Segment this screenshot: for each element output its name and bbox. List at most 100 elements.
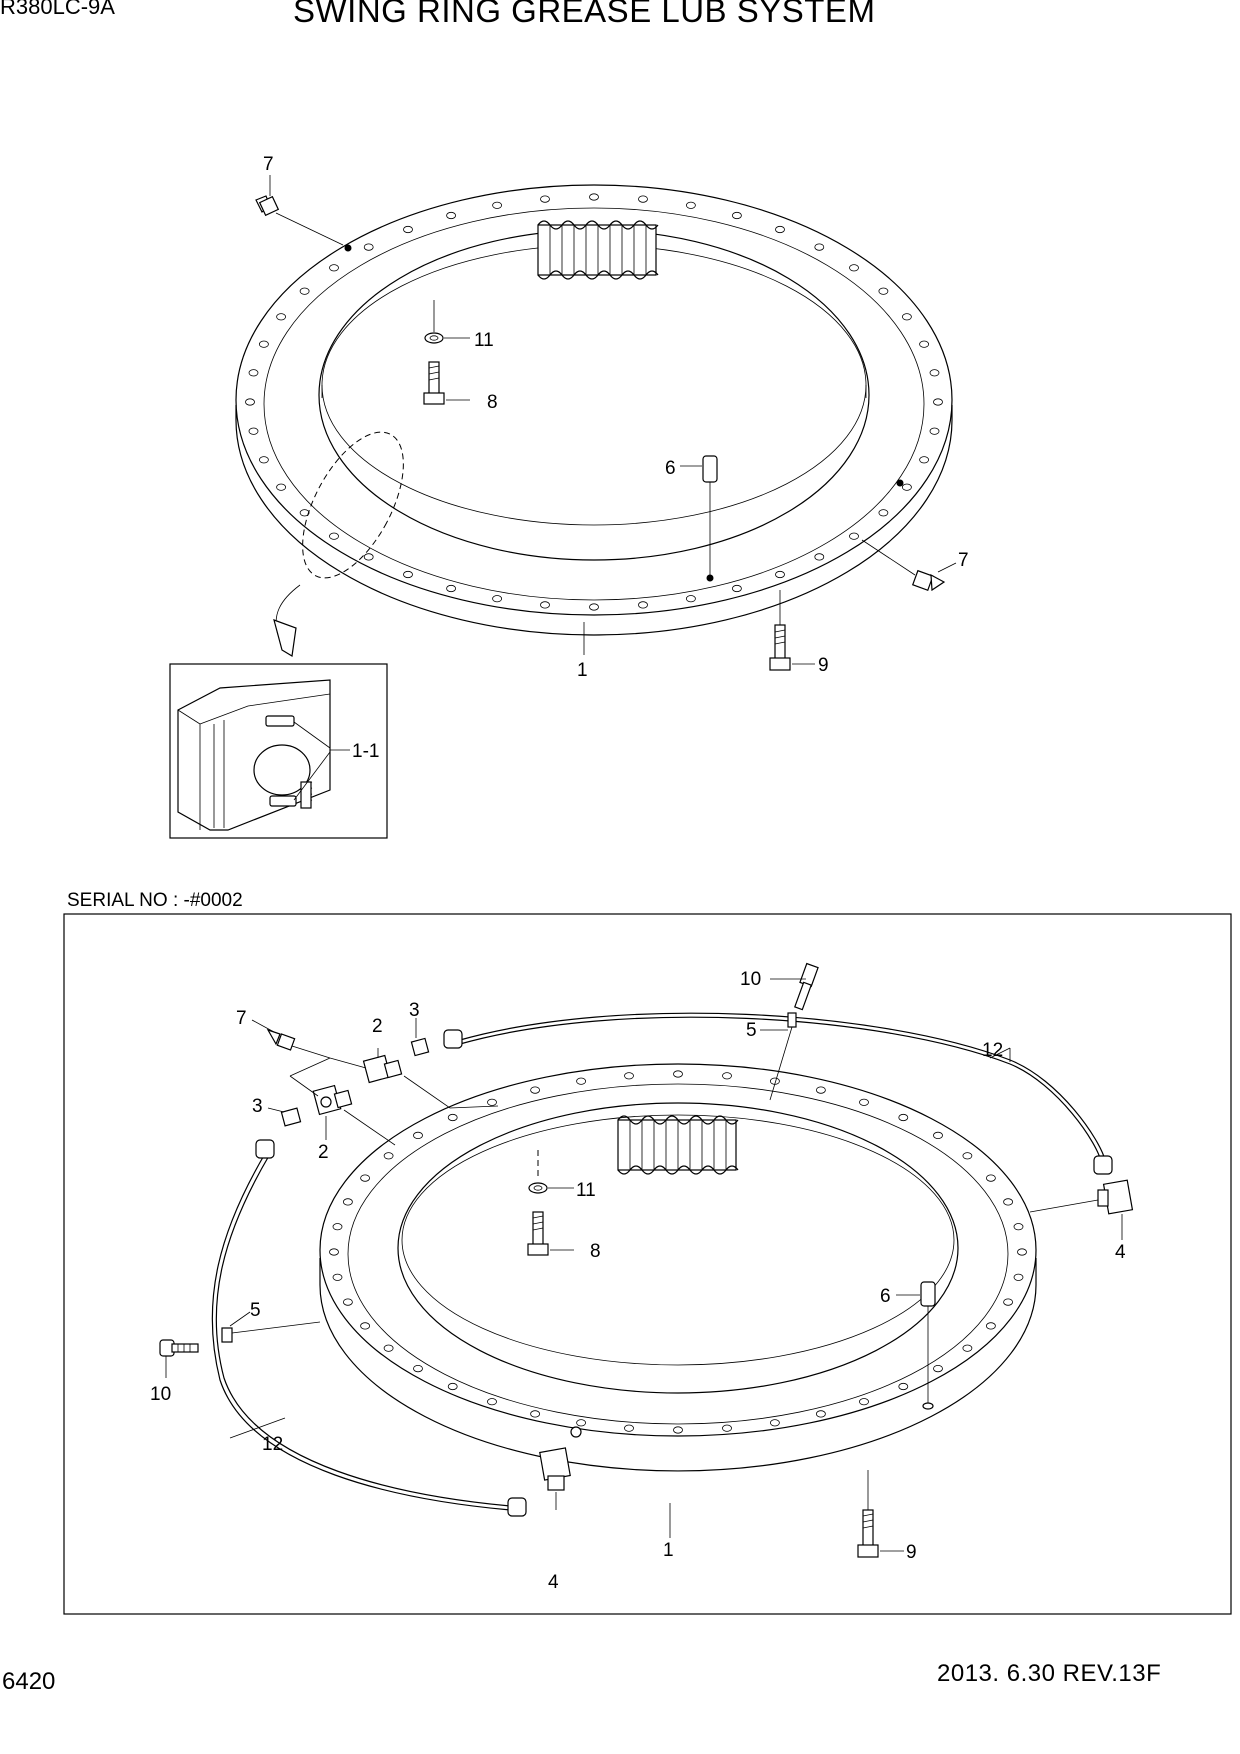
bolt-hole <box>413 1131 423 1140</box>
bolt-hole <box>933 1365 943 1373</box>
bolt-hole <box>814 243 825 251</box>
upper-plug <box>680 455 718 582</box>
bolt-hole <box>329 1248 339 1256</box>
bolt-hole <box>413 1365 423 1373</box>
bolt-hole <box>1003 1298 1013 1306</box>
bolt-hole <box>248 369 259 377</box>
bolt-hole <box>962 1344 973 1352</box>
hose-left-inner <box>215 1153 511 1507</box>
upper-bolt-outer <box>769 590 815 671</box>
bolt-hole <box>859 1098 869 1106</box>
bolt-hole <box>722 1424 732 1432</box>
bolt-hole <box>878 287 889 295</box>
callout-upper-1: 1 <box>577 660 588 681</box>
revision-date: 2013. 6.30 REV.13F <box>937 1660 1162 1687</box>
bolt-hole <box>446 211 457 220</box>
bolt-hole <box>1003 1198 1013 1206</box>
bolt-hole <box>638 195 648 203</box>
upper-gear-teeth <box>537 220 659 280</box>
bolt-hole <box>248 427 259 435</box>
bolt-hole <box>589 193 599 201</box>
callout-upper-7-left: 7 <box>263 154 274 175</box>
callout-upper-7-right: 7 <box>958 550 969 571</box>
upper-grease-nipple-right <box>861 479 957 592</box>
lower-elbow-right <box>1029 1179 1134 1240</box>
bolt-hole <box>933 1131 943 1140</box>
bolt-hole <box>258 340 269 348</box>
bolt-hole <box>686 201 696 209</box>
bolt-hole <box>342 1198 353 1206</box>
bolt-hole <box>363 243 374 251</box>
callout-lower-3-left: 3 <box>252 1096 263 1117</box>
bolt-hole <box>624 1424 634 1432</box>
bolt-hole <box>332 1223 343 1231</box>
bolt-hole <box>245 398 255 406</box>
bolt-hole <box>638 601 648 609</box>
bolt-hole <box>929 369 940 377</box>
bolt-hole <box>722 1072 732 1080</box>
bolt-hole <box>540 195 550 203</box>
bolt-hole <box>299 509 310 517</box>
bolt-hole <box>898 1382 909 1391</box>
detail-arrow-icon <box>273 619 297 657</box>
bolt-hole <box>624 1072 634 1080</box>
detail-inset-box <box>169 663 388 839</box>
bolt-hole <box>775 570 785 579</box>
lower-bolt-outer <box>857 1470 904 1558</box>
callout-lower-4-bottom: 4 <box>548 1572 559 1593</box>
bolt-hole <box>775 225 785 234</box>
bolt-hole <box>686 595 696 603</box>
bolt-hole <box>530 1410 540 1418</box>
bolt-hole <box>770 1419 780 1427</box>
bolt-hole <box>403 570 413 579</box>
callout-lower-3-top: 3 <box>409 1000 420 1021</box>
bolt-hole <box>859 1398 869 1406</box>
bolt-hole <box>363 553 374 561</box>
bolt-hole <box>329 532 339 540</box>
hose-fittings <box>255 1029 1113 1517</box>
lower-plug <box>896 1281 936 1410</box>
lower-washer-and-bolt <box>527 1150 574 1256</box>
serial-detail-frame <box>63 913 1232 1615</box>
upper-washer-and-bolt <box>423 300 470 405</box>
lower-elbow-bottom <box>539 1426 582 1510</box>
callout-lower-12-top: 12 <box>982 1040 1003 1061</box>
bolt-hole <box>403 225 413 234</box>
bolt-hole <box>360 1322 371 1330</box>
bolt-hole <box>902 483 912 491</box>
bolt-hole <box>540 601 550 609</box>
bolt-hole <box>589 603 599 611</box>
callout-lower-8: 8 <box>590 1241 601 1262</box>
lower-gear-teeth <box>617 1115 739 1175</box>
callout-lower-10-left: 10 <box>150 1384 171 1405</box>
bolt-hole <box>673 1426 683 1434</box>
bolt-hole <box>276 313 287 321</box>
bolt-hole <box>732 584 742 593</box>
callout-lower-12-left: 12 <box>262 1434 283 1455</box>
bolt-hole <box>816 1086 826 1094</box>
lower-clamp-screw-left <box>159 1311 321 1378</box>
bolt-hole <box>929 427 940 435</box>
bolt-hole <box>898 1113 909 1122</box>
detail-highlight <box>302 431 404 579</box>
bolt-hole <box>492 595 503 603</box>
bolt-hole <box>814 553 825 561</box>
callout-lower-4-right: 4 <box>1115 1242 1126 1263</box>
bolt-hole <box>329 264 339 272</box>
bolt-hole <box>986 1322 996 1330</box>
bolt-hole <box>576 1077 586 1085</box>
bolt-hole <box>919 456 929 464</box>
callout-detail-1-1: 1-1 <box>352 741 379 762</box>
bolt-hole <box>816 1410 826 1418</box>
bolt-hole <box>447 1382 458 1391</box>
bolt-hole <box>878 509 889 517</box>
bolt-hole <box>986 1174 996 1182</box>
callout-lower-6: 6 <box>880 1286 891 1307</box>
bolt-hole <box>732 211 742 220</box>
bolt-hole <box>446 584 457 593</box>
callout-upper-9: 9 <box>818 655 829 676</box>
bolt-hole <box>258 456 269 464</box>
upper-grease-nipple-left <box>255 175 352 252</box>
bolt-hole <box>383 1344 394 1352</box>
